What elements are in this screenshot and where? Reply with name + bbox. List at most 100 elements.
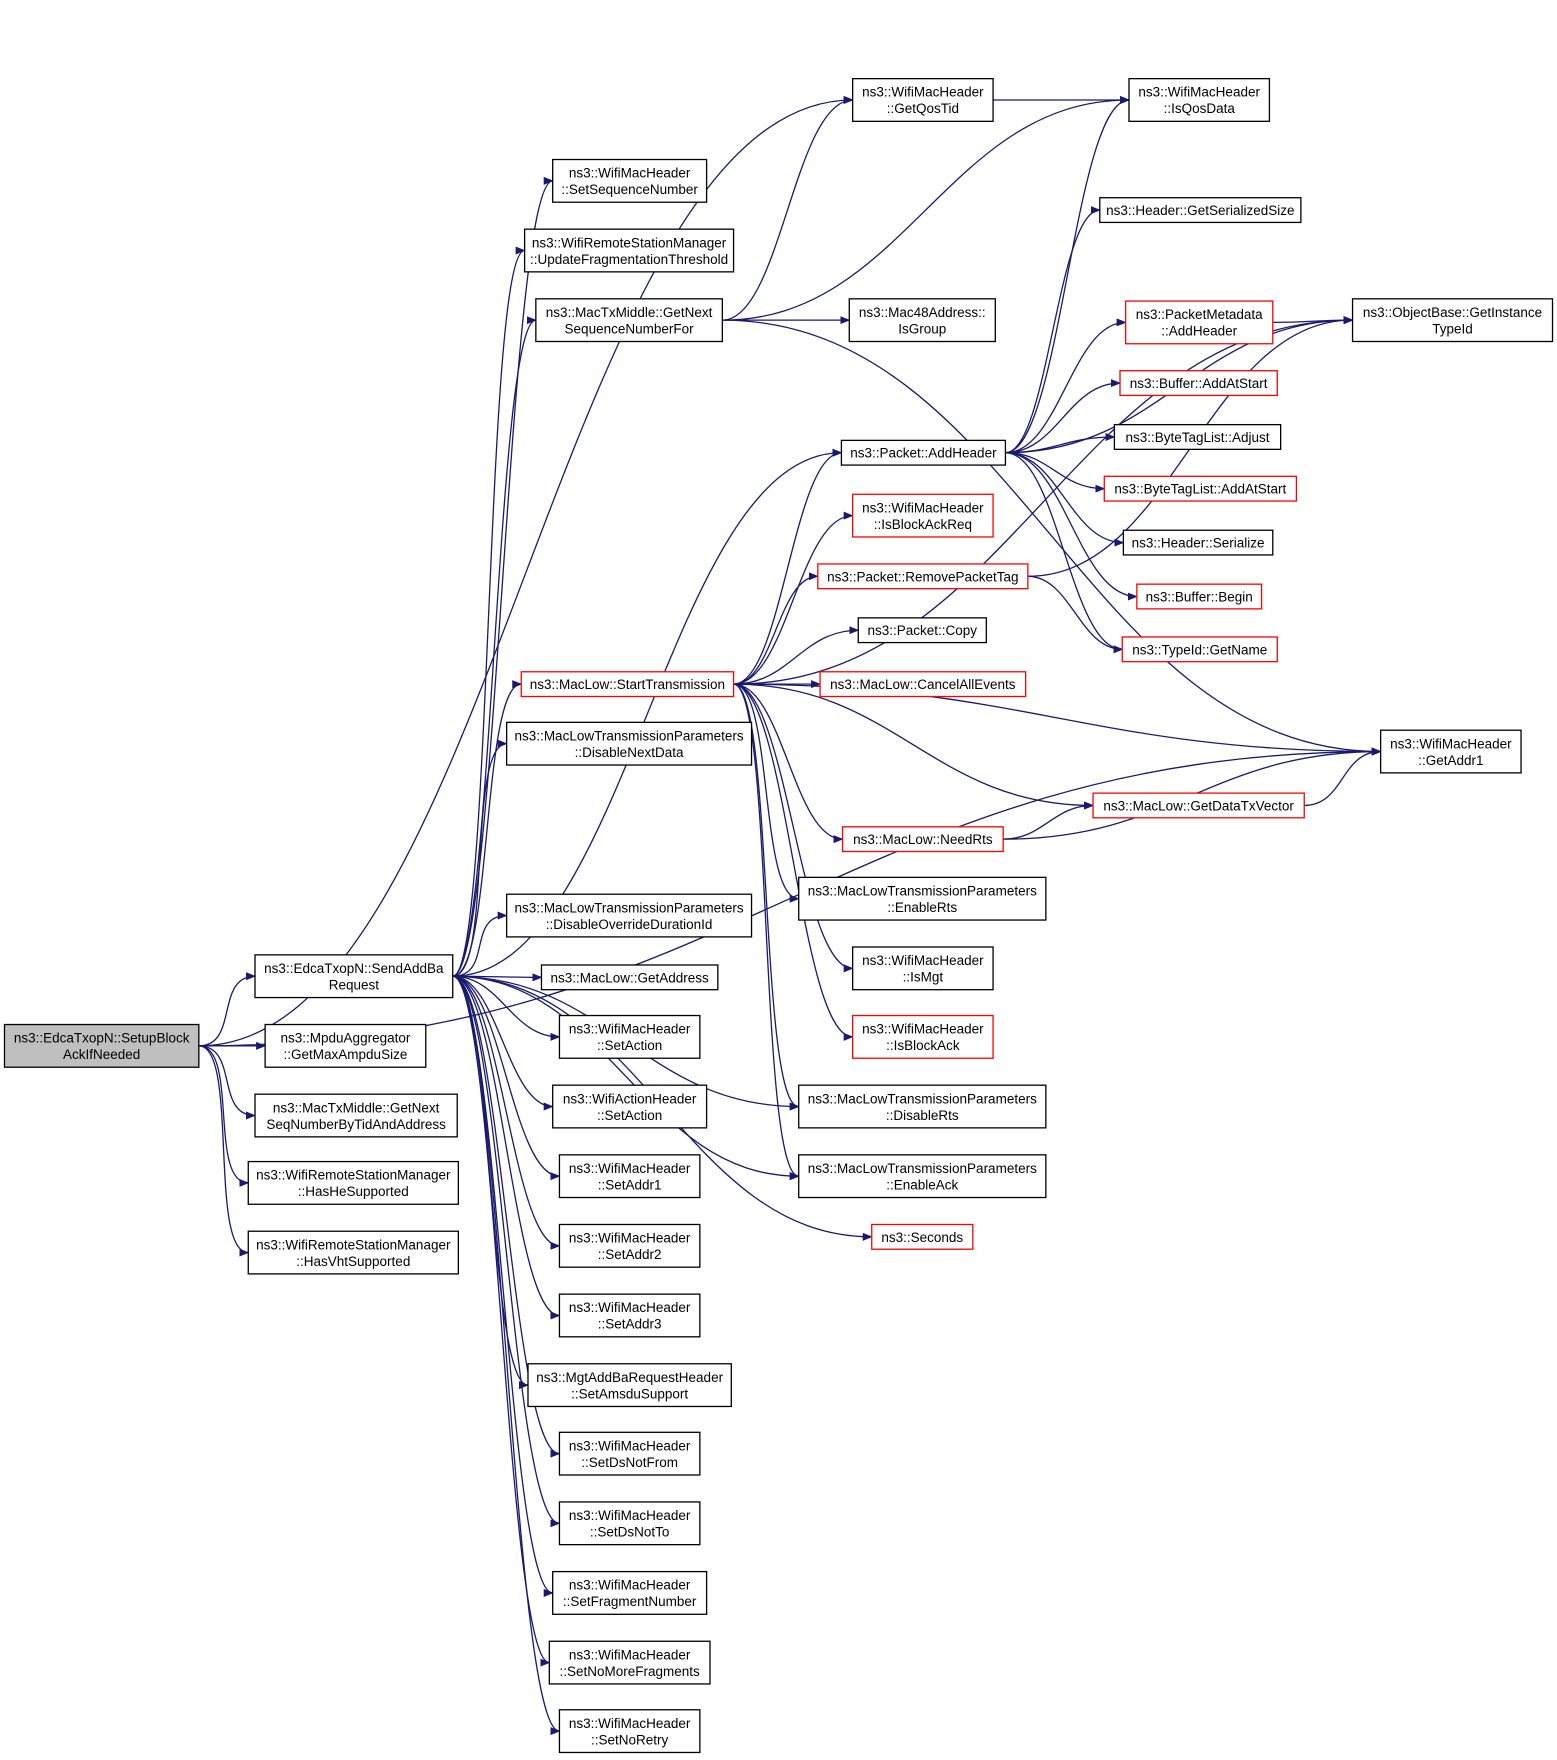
- edge-n16-n24: [1005, 452, 1124, 654]
- node-box: [1122, 529, 1274, 556]
- node-label: ns3::EdcaTxopN::SetupBlock: [14, 1031, 190, 1046]
- edge-n16-n22: [1005, 452, 1138, 601]
- node-label: TypeId: [1432, 321, 1473, 336]
- function-node[interactable]: ns3::WifiMacHeader::SetAddr2: [558, 1223, 701, 1268]
- node-box: [505, 721, 753, 766]
- node-box: [817, 563, 1029, 590]
- edge-n25-n19: [733, 511, 854, 685]
- function-node[interactable]: ns3::WifiMacHeader::SetFragmentNumber: [552, 1570, 708, 1615]
- function-node[interactable]: ns3::WifiMacHeader::IsMgt: [851, 946, 994, 991]
- node-box: [247, 1160, 459, 1205]
- node-label: ::SetAddr3: [598, 1317, 662, 1332]
- function-node[interactable]: ns3::Mac48Address::IsGroup: [848, 298, 996, 343]
- edge-n0-n1: [198, 972, 257, 1047]
- function-node[interactable]: ns3::Buffer::Begin: [1136, 583, 1263, 610]
- node-box: [247, 1230, 459, 1275]
- function-node[interactable]: ns3::MacLow::GetDataTxVector: [1092, 792, 1305, 819]
- function-node[interactable]: ns3::Buffer::AddAtStart: [1119, 370, 1278, 397]
- node-label: ns3::TypeId::GetName: [1132, 642, 1267, 657]
- node-box: [1136, 583, 1263, 610]
- function-node[interactable]: ns3::WifiMacHeader::SetAddr1: [558, 1154, 701, 1199]
- function-node[interactable]: ns3::WifiMacHeader::SetNoMoreFragments: [548, 1640, 711, 1685]
- node-box: [535, 298, 723, 343]
- function-node[interactable]: ns3::Header::Serialize: [1122, 529, 1274, 556]
- function-node[interactable]: ns3::MacLowTransmissionParameters::Enabl…: [798, 876, 1047, 921]
- function-node[interactable]: ns3::MacLow::CancelAllEvents: [819, 671, 1027, 698]
- function-node[interactable]: ns3::Packet::Copy: [857, 617, 987, 644]
- node-label: ns3::MacTxMiddle::GetNext: [546, 305, 713, 320]
- function-node[interactable]: ns3::MacTxMiddle::GetNextSeqNumberByTidA…: [254, 1093, 458, 1138]
- function-node[interactable]: ns3::WifiMacHeader::SetDsNotTo: [558, 1501, 701, 1546]
- node-label: AckIfNeeded: [63, 1047, 140, 1062]
- node-box: [857, 617, 987, 644]
- edge-n1-n9: [452, 246, 526, 977]
- function-node[interactable]: ns3::MacTxMiddle::GetNextSequenceNumberF…: [535, 298, 723, 343]
- node-label: ::SetAction: [597, 1038, 662, 1053]
- function-node[interactable]: ns3::MacLow::NeedRts: [841, 826, 1004, 853]
- function-node[interactable]: ns3::ByteTagList::AddAtStart: [1103, 475, 1298, 502]
- function-node[interactable]: ns3::WifiRemoteStationManager::UpdateFra…: [523, 228, 735, 273]
- node-label: ::DisableOverrideDurationId: [546, 917, 713, 932]
- edge-n16-n20: [1005, 452, 1125, 547]
- function-node[interactable]: ns3::WifiRemoteStationManager::HasHeSupp…: [247, 1160, 459, 1205]
- node-label: ns3::WifiMacHeader: [569, 1578, 691, 1593]
- node-box: [1113, 423, 1282, 451]
- node-box: [851, 1014, 994, 1059]
- edge-n16-n12: [1005, 206, 1101, 454]
- function-node[interactable]: ns3::WifiMacHeader::SetNoRetry: [558, 1709, 701, 1754]
- function-node[interactable]: ns3::MacLowTransmissionParameters::Enabl…: [798, 1154, 1047, 1199]
- function-node[interactable]: ns3::Header::GetSerializedSize: [1099, 197, 1302, 224]
- node-label: ns3::WifiRemoteStationManager: [256, 1168, 451, 1183]
- function-node[interactable]: ns3::WifiMacHeader::IsBlockAck: [851, 1014, 994, 1059]
- function-node[interactable]: ns3::MacLowTransmissionParameters::Disab…: [505, 893, 753, 938]
- function-node[interactable]: ns3::Packet::AddHeader: [840, 439, 1007, 466]
- node-label: ns3::WifiMacHeader: [862, 500, 984, 515]
- function-node[interactable]: ns3::WifiRemoteStationManager::HasVhtSup…: [247, 1230, 459, 1275]
- node-label: ns3::Packet::Copy: [868, 623, 978, 638]
- node-box: [1119, 370, 1278, 397]
- edge-n0-n4: [198, 1045, 250, 1187]
- function-node[interactable]: ns3::TypeId::GetName: [1121, 636, 1278, 663]
- function-node[interactable]: ns3::WifiMacHeader::GetQosTid: [851, 77, 994, 122]
- node-label: ::SetFragmentNumber: [563, 1594, 697, 1609]
- node-label: ns3::WifiMacHeader: [862, 85, 984, 100]
- node-box: [1103, 475, 1298, 502]
- edge-n25-n39: [733, 683, 800, 1181]
- node-box: [3, 1023, 200, 1068]
- function-node[interactable]: ns3::WifiMacHeader::GetAddr1: [1379, 729, 1522, 774]
- edge-n1-n39: [452, 975, 800, 1181]
- node-label: ns3::WifiMacHeader: [1138, 85, 1260, 100]
- function-node[interactable]: ns3::WifiMacHeader::IsBlockAckReq: [851, 493, 994, 538]
- edge-n1-n40: [452, 975, 561, 1181]
- edge-n1-n48: [452, 975, 551, 1667]
- edge-n10-n28: [722, 319, 1382, 756]
- function-node[interactable]: ns3::MacLow::StartTransmission: [520, 671, 735, 698]
- node-box: [840, 439, 1007, 466]
- node-label: ns3::MacLowTransmissionParameters: [808, 883, 1037, 898]
- node-label: ::GetAddr1: [1418, 753, 1483, 768]
- function-node[interactable]: ns3::WifiMacHeader::SetSequenceNumber: [552, 158, 708, 203]
- edge-n1-n32: [452, 911, 508, 977]
- function-node[interactable]: ns3::Packet::RemovePacketTag: [817, 563, 1029, 590]
- function-node[interactable]: ns3::WifiMacHeader::SetDsNotFrom: [558, 1431, 701, 1476]
- edge-n25-n21: [733, 572, 819, 685]
- function-node[interactable]: ns3::PacketMetadata::AddHeader: [1124, 300, 1274, 345]
- function-node[interactable]: ns3::WifiMacHeader::SetAction: [558, 1014, 701, 1059]
- function-node[interactable]: ns3::WifiMacHeader::SetAddr3: [558, 1293, 701, 1338]
- edge-n1-n44: [452, 975, 529, 1390]
- function-node[interactable]: ns3::MpduAggregator::GetMaxAmpduSize: [264, 1023, 427, 1068]
- node-box: [1128, 77, 1271, 122]
- function-node[interactable]: ns3::ByteTagList::Adjust: [1113, 423, 1282, 451]
- function-node[interactable]: ns3::MacLowTransmissionParameters::Disab…: [505, 721, 753, 766]
- function-node[interactable]: ns3::Seconds: [871, 1223, 974, 1250]
- function-node[interactable]: ns3::WifiActionHeader::SetAction: [552, 1084, 708, 1129]
- function-node[interactable]: ns3::MacLowTransmissionParameters::Disab…: [798, 1084, 1047, 1129]
- node-box: [558, 1501, 701, 1546]
- function-node[interactable]: ns3::MacLow::GetAddress: [540, 964, 719, 991]
- function-node[interactable]: ns3::MgtAddBaRequestHeader::SetAmsduSupp…: [527, 1363, 732, 1408]
- edge-n30-n29: [1003, 801, 1095, 840]
- function-node[interactable]: ns3::WifiMacHeader::IsQosData: [1128, 77, 1271, 122]
